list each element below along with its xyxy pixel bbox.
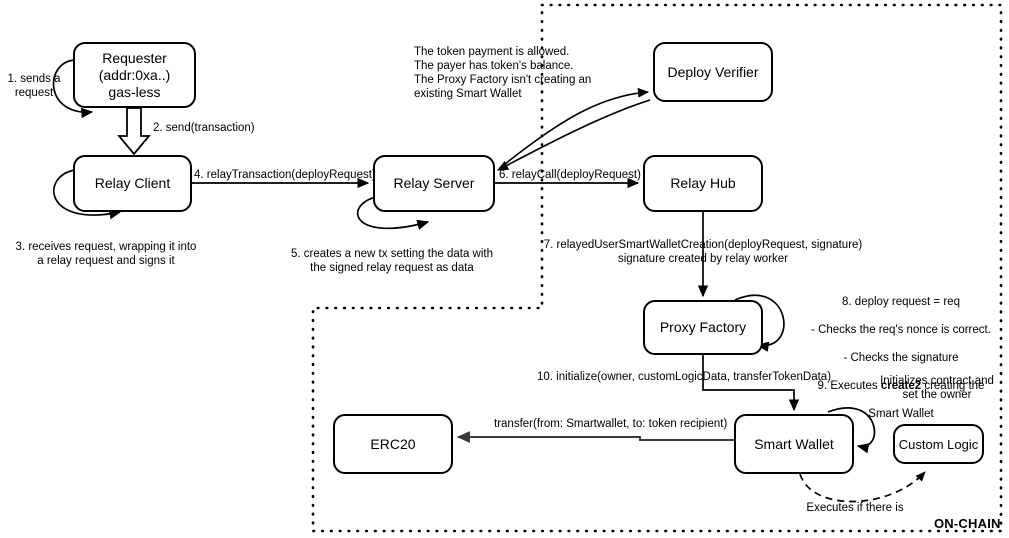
arrow-deploy-verifier-to-server <box>497 99 651 171</box>
label-step-6: 6. relayCall(deployRequest) <box>499 169 641 181</box>
label-executes-note: Executes if there is <box>806 502 904 514</box>
label-step-8-line-3: - Checks the signature <box>843 352 959 364</box>
label-step-5: 5. creates a new tx setting the data wit… <box>290 248 493 274</box>
arrow-smart-wallet-to-custom-logic <box>799 471 926 503</box>
label-step-8-9: 8. deploy request = req - Checks the req… <box>793 281 1009 435</box>
label-transfer: transfer(from: Smartwallet, to: token re… <box>494 418 728 430</box>
arrow-server-to-deploy-verifier <box>499 87 650 169</box>
label-step-7: 7. relayedUserSmartWalletCreation(deploy… <box>543 239 863 265</box>
label-step-2: 2. send(transaction) <box>153 122 255 134</box>
label-step-8-line-1: 8. deploy request = req <box>842 296 960 308</box>
node-relay-client[interactable]: Relay Client <box>73 155 192 212</box>
label-step-10: 10. initialize(owner, customLogicData, t… <box>537 371 832 383</box>
node-requester[interactable]: Requester (addr:0xa..) gas-less <box>73 42 196 108</box>
label-step-1: 1. sends a request <box>7 73 61 99</box>
node-deploy-verifier[interactable]: Deploy Verifier <box>653 42 773 102</box>
label-deploy-verifier-note: The token payment is allowed. The payer … <box>414 46 592 100</box>
label-step-3: 3. receives request, wrapping it into a … <box>15 241 197 267</box>
node-relay-server[interactable]: Relay Server <box>373 155 495 212</box>
arrow-send-transaction <box>117 107 151 156</box>
node-proxy-factory[interactable]: Proxy Factory <box>643 300 763 355</box>
label-initializes-note: Initializes contract and set the owner <box>880 375 994 401</box>
label-on-chain: ON-CHAIN <box>934 516 1001 531</box>
label-step-4: 4. relayTransaction(deployRequest) <box>194 169 376 181</box>
arrow-smart-wallet-to-erc20 <box>456 431 734 443</box>
node-relay-hub[interactable]: Relay Hub <box>643 155 763 212</box>
label-step-8-line-2: - Checks the req's nonce is correct. <box>811 324 991 336</box>
label-step-9-line-2: Smart Wallet <box>868 408 934 420</box>
node-erc20[interactable]: ERC20 <box>333 414 453 474</box>
